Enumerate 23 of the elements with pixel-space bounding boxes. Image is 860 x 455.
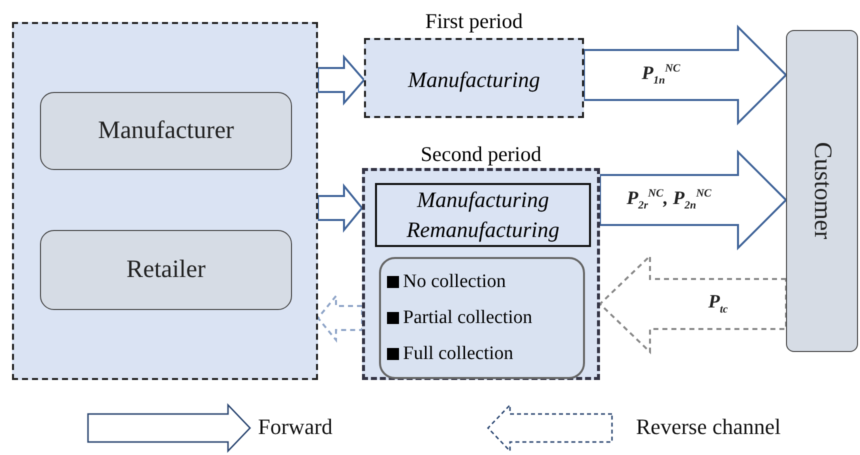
process-label: Manufacturing	[406, 67, 541, 93]
block-arrow	[583, 24, 788, 126]
process-box	[375, 183, 591, 247]
rounded-box	[379, 257, 585, 379]
legend-label: Forward	[258, 414, 333, 440]
node-label: Manufacturer	[98, 117, 234, 145]
period-heading: Second period	[420, 141, 542, 167]
process-label: Manufacturing Remanufacturing	[406, 186, 560, 244]
list-item: No collection	[403, 271, 506, 293]
block-arrow	[317, 183, 364, 233]
rounded-box	[40, 230, 292, 310]
block-arrow	[317, 54, 366, 106]
outer-dashed-box	[12, 22, 318, 380]
list-item: Partial collection	[403, 307, 532, 329]
edge-label: P$_{tc}$	[706, 292, 730, 316]
block-arrow	[316, 293, 363, 343]
period-heading: First period	[424, 8, 524, 34]
node-label: Customer	[808, 142, 836, 240]
node-label: Retailer	[126, 256, 206, 284]
rounded-box	[40, 92, 292, 170]
legend-label: Reverse channel	[636, 414, 781, 440]
customer-box	[786, 30, 858, 352]
list-item: Full collection	[403, 343, 514, 365]
